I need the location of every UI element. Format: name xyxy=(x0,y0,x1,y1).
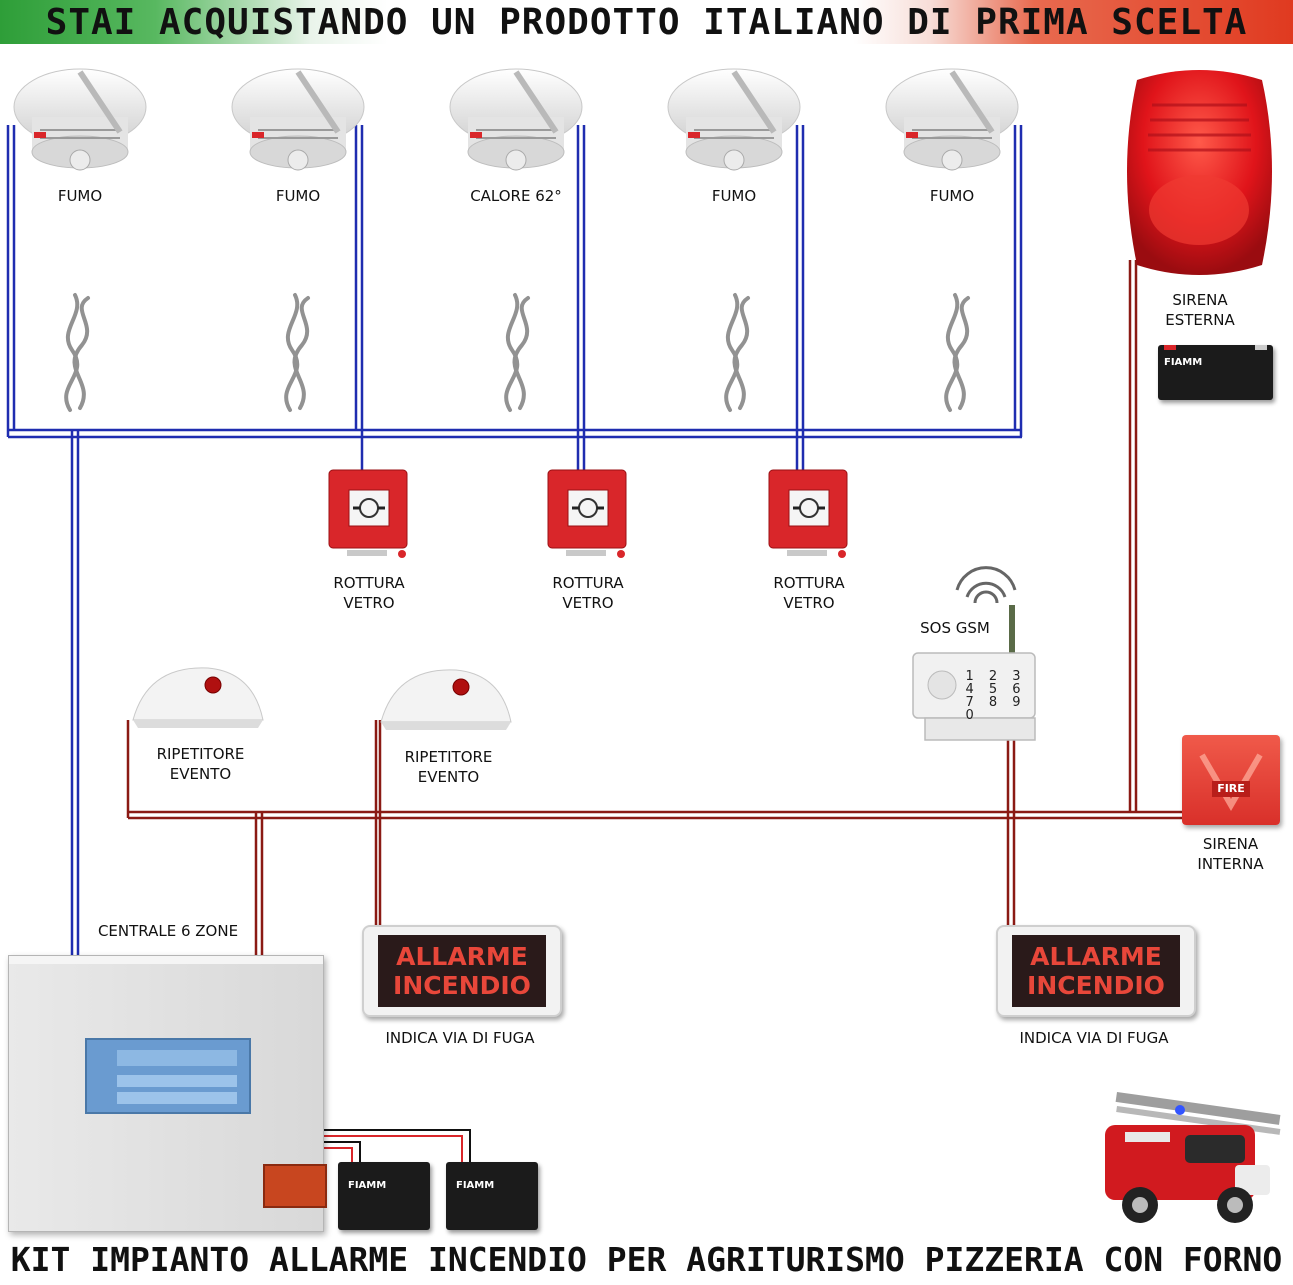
gsm-key: 6 xyxy=(1012,682,1021,697)
internal-siren-badge: FIRE xyxy=(1217,782,1245,795)
smoke-wisp-icon xyxy=(72,296,90,410)
battery-brand: FIAMM xyxy=(348,1180,387,1191)
call-point-label: ROTTURA VETRO xyxy=(333,574,405,612)
internal-siren-label: SIRENA INTERNA xyxy=(1197,835,1264,873)
detector-5 xyxy=(882,62,1022,177)
smoke-wisp-icon xyxy=(512,296,530,410)
internal-siren-icon xyxy=(1199,753,1263,811)
internal-siren: FIRE xyxy=(1182,735,1280,825)
repeater-label: RIPETITORE EVENTO xyxy=(404,748,493,786)
panel-battery-2: FIAMM xyxy=(446,1162,538,1230)
gsm-key: 2 xyxy=(988,669,998,684)
gsm-dialer xyxy=(912,566,1036,741)
top-title: STAI ACQUISTANDO UN PRODOTTO ITALIANO DI… xyxy=(45,2,1248,43)
battery-terminal-grey xyxy=(1255,345,1267,350)
smoke-wisp-icon xyxy=(284,293,300,412)
gsm-key: 1 xyxy=(965,669,974,684)
exit-sign-line1: ALLARME xyxy=(396,942,528,971)
repeater-2 xyxy=(376,662,516,732)
repeater-icon xyxy=(380,669,512,730)
gsm-key: 4 xyxy=(965,682,974,697)
detector-label: FUMO xyxy=(57,187,103,205)
smoke-wisp-icon xyxy=(944,293,960,412)
siren-battery: FIAMM xyxy=(1158,345,1273,400)
panel-logo-icon xyxy=(263,1164,327,1208)
call-point-icon xyxy=(768,469,848,558)
call-point-label: ROTTURA VETRO xyxy=(552,574,624,612)
antenna-icon xyxy=(1009,605,1015,660)
fire-truck-icon xyxy=(1105,1092,1281,1223)
panel-display xyxy=(85,1038,251,1114)
detector-icon xyxy=(667,68,801,171)
call-point-2 xyxy=(546,468,631,560)
battery-brand: FIAMM xyxy=(1164,357,1203,368)
exit-sign-line2: INCENDIO xyxy=(1027,971,1165,1000)
gsm-key: 0 xyxy=(965,708,974,723)
external-siren-label: SIRENA ESTERNA xyxy=(1165,291,1235,329)
smoke-wisp-icon xyxy=(732,296,750,410)
smoke-wisp-icon xyxy=(724,293,740,412)
repeater-label: RIPETITORE EVENTO xyxy=(156,745,245,783)
exit-sign-2: ALLARME INCENDIO xyxy=(996,925,1196,1017)
call-point-label: ROTTURA VETRO xyxy=(773,574,845,612)
exit-sign-line1: ALLARME xyxy=(1030,942,1162,971)
battery-wires xyxy=(322,1129,471,1168)
bottom-title: KIT IMPIANTO ALLARME INCENDIO PER AGRITU… xyxy=(10,1240,1283,1279)
detector-4 xyxy=(664,62,804,177)
gsm-key: 9 xyxy=(1012,695,1021,710)
battery-terminal-red xyxy=(1164,345,1176,350)
detector-label: FUMO xyxy=(711,187,757,205)
call-point-icon xyxy=(328,469,408,558)
external-siren-icon xyxy=(1127,70,1272,275)
smoke-wisp-icon xyxy=(64,293,80,412)
smoke-illustrations xyxy=(64,293,970,412)
exit-sign-2-caption: INDICA VIA DI FUGA xyxy=(1019,1029,1169,1047)
detector-label: FUMO xyxy=(929,187,975,205)
detector-icon xyxy=(13,68,147,171)
detector-icon xyxy=(231,68,365,171)
top-banner: STAI ACQUISTANDO UN PRODOTTO ITALIANO DI… xyxy=(0,0,1293,44)
detector-1 xyxy=(10,62,150,177)
control-panel xyxy=(8,955,327,1232)
repeater-icon xyxy=(132,667,264,728)
wireless-signal-icon xyxy=(955,566,1017,604)
siren-bus-wires xyxy=(126,260,1185,955)
gsm-key: 3 xyxy=(1012,669,1021,684)
panel-battery-1: FIAMM xyxy=(338,1162,430,1230)
zone-bus-wires xyxy=(6,125,1023,955)
exit-sign-line2: INCENDIO xyxy=(393,971,531,1000)
exit-sign-1: ALLARME INCENDIO xyxy=(362,925,562,1017)
detector-icon xyxy=(885,68,1019,171)
gsm-label: SOS GSM xyxy=(920,619,990,637)
call-point-3 xyxy=(767,468,852,560)
gsm-key: 8 xyxy=(988,695,998,710)
smoke-wisp-icon xyxy=(292,296,310,410)
gsm-key: 7 xyxy=(965,695,974,710)
detector-label: CALORE 62° xyxy=(470,187,562,205)
smoke-wisp-icon xyxy=(504,293,520,412)
exit-sign-1-caption: INDICA VIA DI FUGA xyxy=(385,1029,535,1047)
external-siren xyxy=(1112,60,1287,285)
battery-brand: FIAMM xyxy=(456,1180,495,1191)
call-point-icon xyxy=(547,469,627,558)
smoke-wisp-icon xyxy=(952,296,970,410)
detector-3 xyxy=(446,62,586,177)
call-point-1 xyxy=(327,468,412,560)
repeater-1 xyxy=(128,660,268,730)
detector-2 xyxy=(228,62,368,177)
detector-icon xyxy=(449,68,583,171)
gsm-key: 5 xyxy=(988,682,998,697)
control-panel-label: CENTRALE 6 ZONE xyxy=(97,922,239,940)
panel-top-edge xyxy=(9,956,323,964)
detector-label: FUMO xyxy=(275,187,321,205)
